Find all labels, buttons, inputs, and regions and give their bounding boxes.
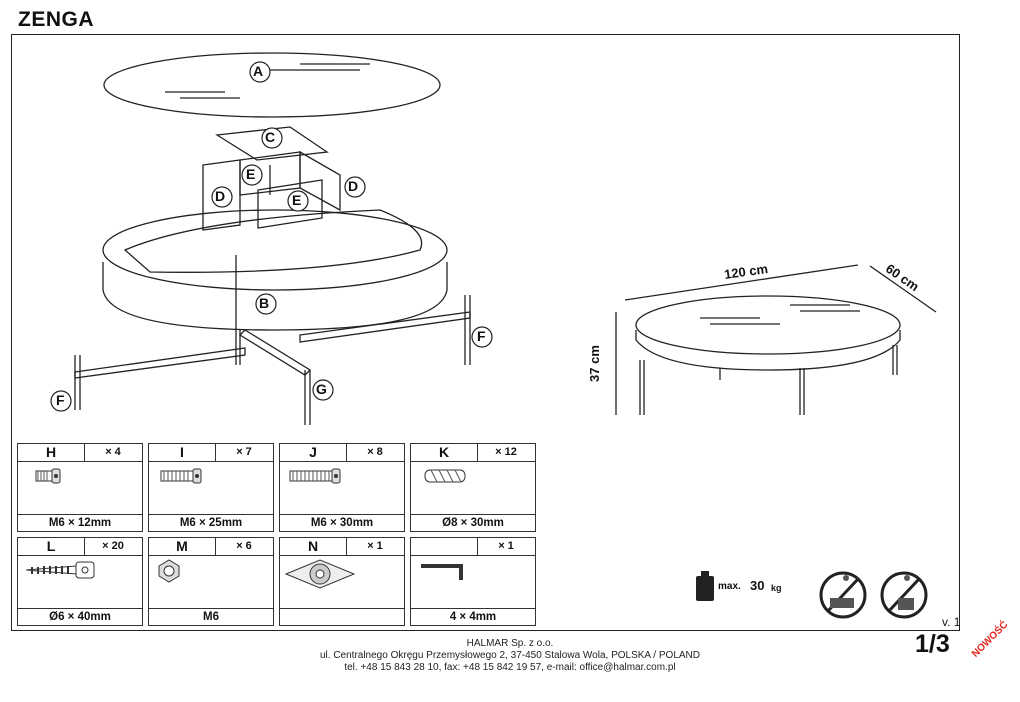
part-cell: H × 4 M6 × 12mm xyxy=(17,443,143,532)
dim-length-line xyxy=(624,264,859,301)
allen-key-icon xyxy=(411,556,535,608)
part-size: M6 × 25mm xyxy=(149,514,273,531)
part-letter: H xyxy=(18,444,85,461)
screw-icon xyxy=(18,556,142,608)
label-c: C xyxy=(265,129,276,145)
part-quantity: × 12 xyxy=(495,446,517,458)
part-cell: I × 7 M6 × 25mm xyxy=(148,443,274,532)
part-letter: K xyxy=(411,444,478,461)
bolt-medium-icon xyxy=(149,462,273,514)
glass-top-outline xyxy=(103,52,441,118)
dim-width-line xyxy=(869,265,937,313)
bolt-long-icon xyxy=(280,462,404,514)
footer-contact: tel. +48 15 843 28 10, fax: +48 15 842 1… xyxy=(344,662,676,673)
footer-address: ul. Centralnego Okręgu Przemysłowego 2, … xyxy=(319,650,700,661)
part-header: K × 12 xyxy=(411,444,535,462)
panel-d-right xyxy=(299,150,341,212)
part-header: M × 6 xyxy=(149,538,273,556)
page-frame xyxy=(11,34,960,631)
dowel-icon xyxy=(411,462,535,514)
part-letter xyxy=(411,538,478,555)
part-header: J × 8 xyxy=(280,444,404,462)
part-quantity: × 1 xyxy=(367,540,383,552)
part-cell: M × 6 M6 xyxy=(148,537,274,626)
part-cell: N × 1 xyxy=(279,537,405,626)
document-title: ZENGA xyxy=(18,8,94,31)
part-letter: J xyxy=(280,444,347,461)
panel-e-front xyxy=(257,179,323,229)
part-header: L × 20 xyxy=(18,538,142,556)
no-standing-icon xyxy=(819,571,867,619)
part-size: M6 xyxy=(149,608,273,625)
panel-d-left xyxy=(202,159,241,231)
label-d-right: D xyxy=(348,178,359,194)
part-cell: J × 8 M6 × 30mm xyxy=(279,443,405,532)
nut-icon xyxy=(149,556,273,608)
label-e-back: E xyxy=(246,166,256,182)
part-size: Ø6 × 40mm xyxy=(18,608,142,625)
swivel-plate-icon xyxy=(280,556,404,608)
part-header: N × 1 xyxy=(280,538,404,556)
part-cell: × 1 4 × 4mm xyxy=(410,537,536,626)
part-letter: L xyxy=(18,538,85,555)
part-cell: L × 20 Ø6 × 40mm xyxy=(17,537,143,626)
no-sitting-icon xyxy=(880,571,928,619)
label-a: A xyxy=(253,63,264,79)
label-d-left: D xyxy=(215,188,226,204)
part-size xyxy=(280,608,404,625)
part-size: M6 × 30mm xyxy=(280,514,404,531)
bowl-rim xyxy=(102,209,448,291)
label-e-front: E xyxy=(292,192,302,208)
part-cell: K × 12 Ø8 × 30mm xyxy=(410,443,536,532)
label-f-left: F xyxy=(56,392,65,408)
part-quantity: × 8 xyxy=(367,446,383,458)
part-header: × 1 xyxy=(411,538,535,556)
bolt-short-icon xyxy=(18,462,142,514)
part-size: Ø8 × 30mm xyxy=(411,514,535,531)
version: v. 1 xyxy=(942,615,961,629)
assembled-top xyxy=(635,295,901,355)
part-quantity: × 4 xyxy=(105,446,121,458)
part-quantity: × 7 xyxy=(236,446,252,458)
part-letter: I xyxy=(149,444,216,461)
leg-bar-right xyxy=(299,311,471,343)
part-quantity: × 1 xyxy=(498,540,514,552)
part-letter: M xyxy=(149,538,216,555)
label-g: G xyxy=(316,381,327,397)
part-quantity: × 6 xyxy=(236,540,252,552)
max-load-unit: kg xyxy=(771,583,782,593)
max-load-label: max. xyxy=(718,581,741,592)
page-number: 1/3 xyxy=(915,630,950,658)
weight-icon xyxy=(696,571,714,601)
part-quantity: × 20 xyxy=(102,540,124,552)
max-load-value: 30 xyxy=(750,578,765,593)
footer-company: HALMAR Sp. z o.o. xyxy=(466,638,554,649)
label-b: B xyxy=(259,295,270,311)
part-size: M6 × 12mm xyxy=(18,514,142,531)
leg-bar-left xyxy=(74,347,246,379)
part-size: 4 × 4mm xyxy=(411,608,535,625)
part-header: I × 7 xyxy=(149,444,273,462)
dim-height: 37 cm xyxy=(586,345,602,382)
label-f-right: F xyxy=(477,328,486,344)
part-header: H × 4 xyxy=(18,444,142,462)
part-letter: N xyxy=(280,538,347,555)
